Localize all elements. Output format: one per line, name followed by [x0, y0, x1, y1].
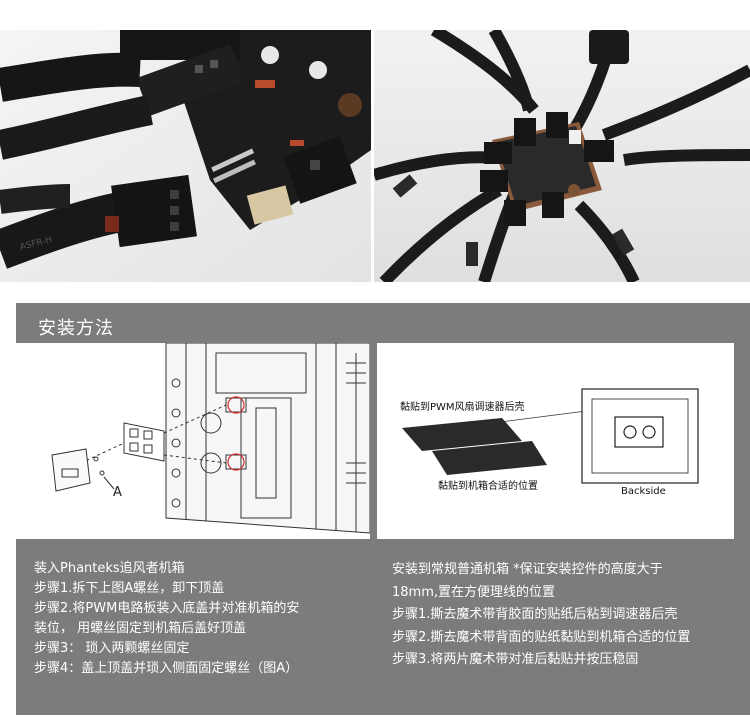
phanteks-instructions: 装入Phanteks追风者机箱 步骤1.拆下上图A螺丝，卸下顶盖 步骤2.将PW…: [34, 559, 299, 679]
instruction-line: 装入Phanteks追风者机箱: [34, 561, 185, 576]
instruction-line: 步骤2.将PWM电路板装入底盖并对准机箱的安: [34, 601, 300, 616]
chassis-install-diagram: A: [16, 343, 370, 539]
instruction-line: 18mm,置在方便理线的位置: [392, 584, 556, 600]
label-a: A: [113, 485, 122, 500]
instruction-line: 步骤3： 琐入两颗螺丝固定: [34, 641, 190, 656]
fan-hub-photo: [374, 30, 750, 282]
label-backside: Backside: [621, 486, 666, 497]
instruction-line: 步骤3.将两片魔术带对准后黏贴并按压稳固: [392, 652, 639, 667]
connector-closeup-photo: ASFR-H: [0, 30, 371, 282]
instruction-line: 装位， 用螺丝固定到机箱后盖好顶盖: [34, 621, 247, 636]
velcro-mount-diagram: 黏贴到PWM风扇调速器后壳 黏贴到机箱合适的位置 Backside: [377, 343, 734, 539]
instruction-line: 步骤4：盖上顶盖并琐入侧面固定螺丝（图A）: [34, 661, 299, 676]
instruction-line: 安装到常规普通机箱 *保证安装控件的高度大于: [392, 562, 663, 577]
label-chassis-position: 黏贴到机箱合适的位置: [438, 479, 538, 492]
label-pwm-housing: 黏贴到PWM风扇调速器后壳: [400, 400, 525, 413]
generic-chassis-instructions: 安装到常规普通机箱 *保证安装控件的高度大于 18mm,置在方便理线的位置 步骤…: [392, 559, 690, 672]
section-title: 安装方法: [38, 318, 114, 339]
instruction-line: 步骤2.撕去魔术带背面的贴纸黏贴到机箱合适的位置: [392, 629, 691, 645]
instruction-line: 步骤1.撕去魔术带背胶面的贴纸后粘到调速器后壳: [392, 607, 678, 622]
instruction-line: 步骤1.拆下上图A螺丝，卸下顶盖: [34, 581, 225, 596]
